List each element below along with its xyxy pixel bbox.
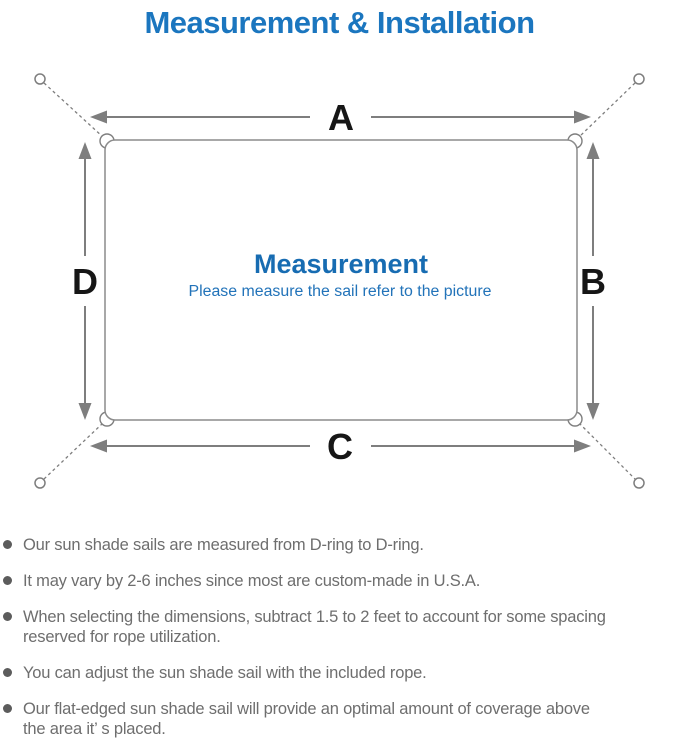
- dimension-line-b: [586, 142, 600, 420]
- dimension-line-c: [90, 439, 591, 453]
- anchor-ring-bottom-left: [34, 477, 46, 489]
- sail-diagram-svg: A C D B: [34, 73, 645, 489]
- dimension-label-d: D: [72, 261, 98, 302]
- dimension-label-c: C: [327, 426, 353, 467]
- note-line: You can adjust the sun shade sail with t…: [23, 664, 427, 682]
- bullet-dot-icon: [3, 612, 12, 621]
- rope-dashed-line-bottom-left: [43, 422, 104, 480]
- anchor-ring-top-left: [34, 73, 46, 85]
- arrow-left-icon: [90, 110, 107, 124]
- bullet-dot-icon: [3, 704, 12, 713]
- arrow-left-icon: [90, 439, 107, 453]
- page-title: Measurement & Installation: [144, 5, 535, 40]
- arrow-down-icon: [586, 403, 600, 420]
- anchor-ring-bottom-right: [633, 477, 645, 489]
- dimension-line-d: [78, 142, 92, 420]
- dimension-label-b: B: [580, 261, 606, 302]
- notes-list: Our sun shade sails are measured from D-…: [0, 535, 679, 739]
- sail-outline: [104, 139, 578, 421]
- anchor-ring-top-right: [633, 73, 645, 85]
- note-line: reserved for rope utilization.: [23, 628, 221, 646]
- arrow-up-icon: [78, 142, 92, 159]
- note-line: Our flat-edged sun shade sail will provi…: [23, 700, 590, 718]
- rope-dashed-line-top-right: [578, 82, 636, 138]
- arrow-right-icon: [574, 439, 591, 453]
- diagram-subheading: Please measure the sail refer to the pic…: [189, 283, 492, 300]
- note-line: the area it’ s placed.: [23, 720, 166, 738]
- note-line: Our sun shade sails are measured from D-…: [23, 536, 424, 554]
- arrow-down-icon: [78, 403, 92, 420]
- note-line: When selecting the dimensions, subtract …: [23, 608, 606, 626]
- dimension-label-a: A: [328, 97, 354, 138]
- list-item: When selecting the dimensions, subtract …: [0, 607, 679, 647]
- rope-dashed-line-top-left: [43, 82, 104, 138]
- diagram-heading: Measurement: [254, 249, 428, 279]
- bullet-dot-icon: [3, 668, 12, 677]
- rope-dashed-line-bottom-right: [578, 422, 636, 480]
- list-item: Our flat-edged sun shade sail will provi…: [0, 699, 679, 739]
- bullet-dot-icon: [3, 576, 12, 585]
- list-item: You can adjust the sun shade sail with t…: [0, 663, 679, 683]
- arrow-right-icon: [574, 110, 591, 124]
- bullet-dot-icon: [3, 540, 12, 549]
- dimension-line-a: [90, 110, 591, 124]
- list-item: It may vary by 2-6 inches since most are…: [0, 571, 679, 591]
- measurement-diagram: A C D B: [0, 60, 679, 515]
- note-line: It may vary by 2-6 inches since most are…: [23, 572, 481, 590]
- list-item: Our sun shade sails are measured from D-…: [0, 535, 679, 555]
- arrow-up-icon: [586, 142, 600, 159]
